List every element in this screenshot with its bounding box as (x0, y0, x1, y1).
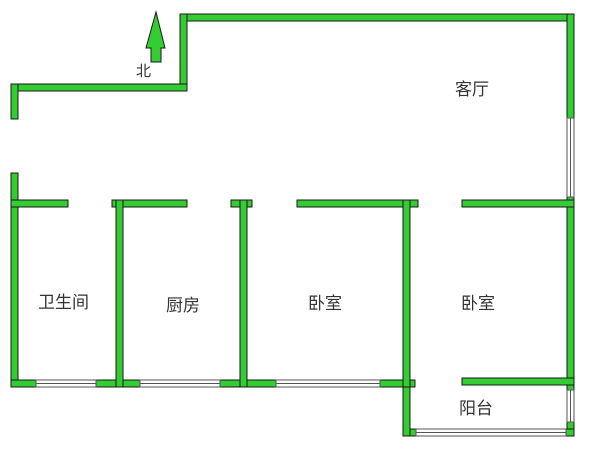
bathroom-label: 卫生间 (38, 293, 89, 313)
balcony-label: 阳台 (459, 399, 493, 419)
north-label: 北 (136, 62, 151, 80)
outer-walls (10, 13, 575, 437)
windows (35, 117, 575, 437)
bedroom-2-label: 卧室 (461, 294, 495, 314)
living-room-window (566, 117, 575, 198)
north-arrow-icon (145, 10, 166, 63)
kitchen-window (139, 379, 221, 388)
balcony-window (415, 428, 567, 437)
living-room-label: 客厅 (455, 80, 489, 100)
bathroom-window (35, 379, 97, 388)
interior-walls (10, 199, 575, 388)
balcony-side-window (566, 389, 575, 423)
bedroom-1-window (275, 379, 381, 388)
kitchen-label: 厨房 (166, 296, 200, 316)
bedroom-1-label: 卧室 (308, 294, 342, 314)
